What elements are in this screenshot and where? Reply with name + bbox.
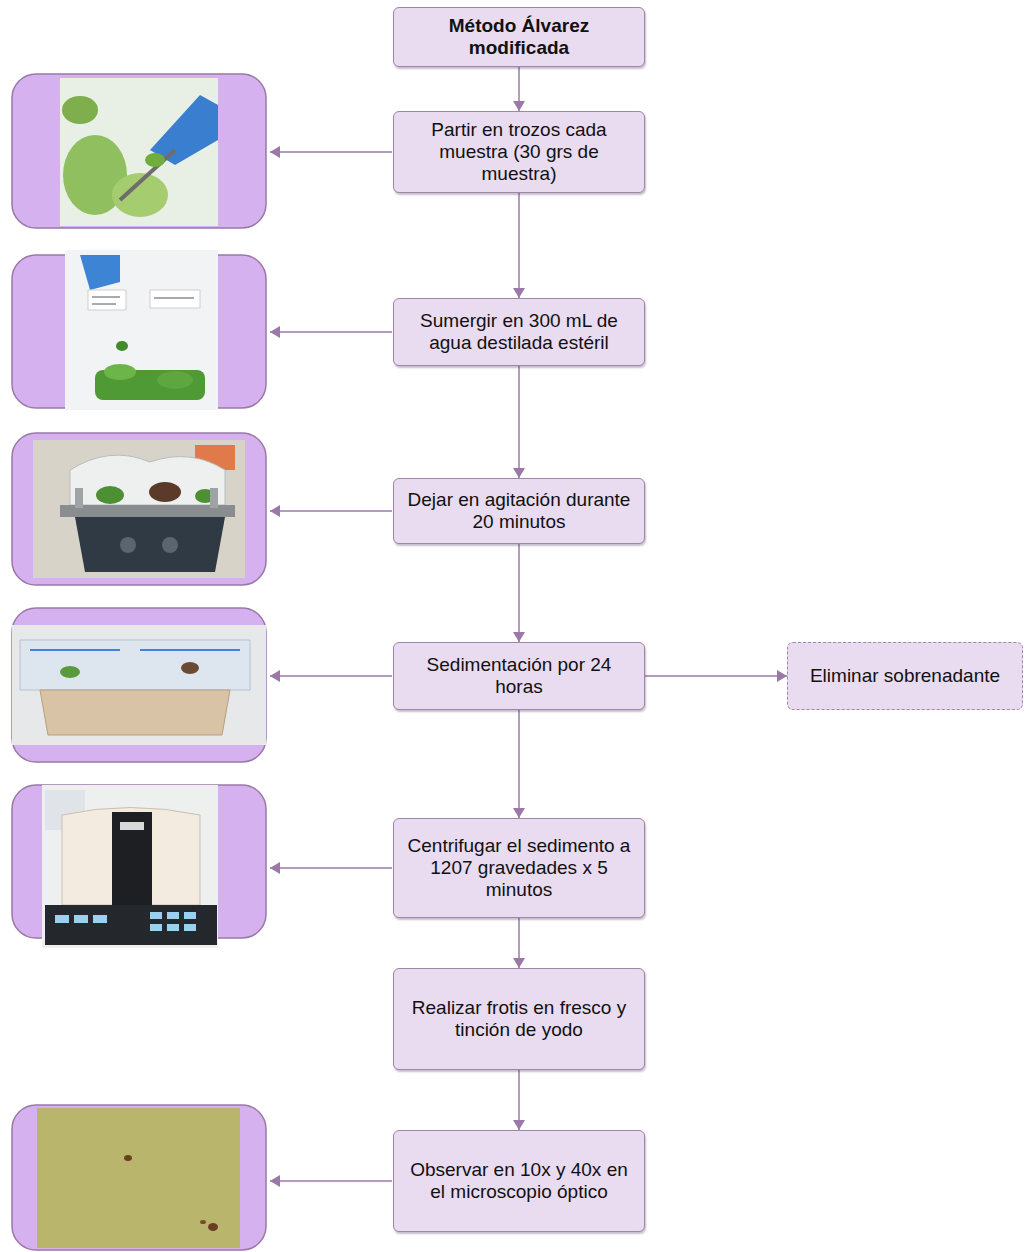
flow-arrow bbox=[518, 366, 520, 478]
process-box: Dejar en agitación durante 20 minutos bbox=[393, 478, 645, 544]
step-text: Método Álvarez modificada bbox=[402, 15, 636, 59]
process-box: Centrifugar el sedimento a 1207 gravedad… bbox=[393, 818, 645, 918]
photo-cutting bbox=[12, 74, 266, 228]
optional-step-box: Eliminar sobrenadante bbox=[787, 642, 1023, 710]
step-text: Realizar frotis en fresco y tinción de y… bbox=[402, 997, 636, 1041]
flow-arrow bbox=[518, 67, 520, 111]
photo-immersion bbox=[12, 250, 266, 410]
photo-centrifuge bbox=[12, 785, 266, 948]
flow-arrow bbox=[518, 1070, 520, 1130]
step-text: Eliminar sobrenadante bbox=[810, 665, 1000, 687]
photo-microscope-field bbox=[12, 1105, 266, 1250]
flow-arrow bbox=[518, 193, 520, 298]
step-text: Centrifugar el sedimento a 1207 gravedad… bbox=[402, 835, 636, 901]
step-text: Partir en trozos cada muestra (30 grs de… bbox=[402, 119, 636, 185]
step-text: Sedimentación por 24 horas bbox=[402, 654, 636, 698]
step-text: Observar en 10x y 40x en el microscopio … bbox=[402, 1159, 636, 1203]
process-box: Realizar frotis en fresco y tinción de y… bbox=[393, 968, 645, 1070]
photo-pointer bbox=[270, 152, 392, 1181]
process-box: Sumergir en 300 mL de agua destilada est… bbox=[393, 298, 645, 366]
step-text: Sumergir en 300 mL de agua destilada est… bbox=[402, 310, 636, 354]
process-box: Sedimentación por 24 horas bbox=[393, 642, 645, 710]
flow-arrow bbox=[518, 918, 520, 968]
flow-arrow bbox=[645, 675, 787, 677]
process-box: Observar en 10x y 40x en el microscopio … bbox=[393, 1130, 645, 1232]
process-box: Método Álvarez modificada bbox=[393, 7, 645, 67]
photo-shaker bbox=[12, 433, 266, 585]
process-box: Partir en trozos cada muestra (30 grs de… bbox=[393, 111, 645, 193]
flow-arrow bbox=[518, 544, 520, 642]
step-text: Dejar en agitación durante 20 minutos bbox=[402, 489, 636, 533]
photo-sedimentation bbox=[12, 608, 266, 762]
flow-arrow bbox=[518, 710, 520, 818]
